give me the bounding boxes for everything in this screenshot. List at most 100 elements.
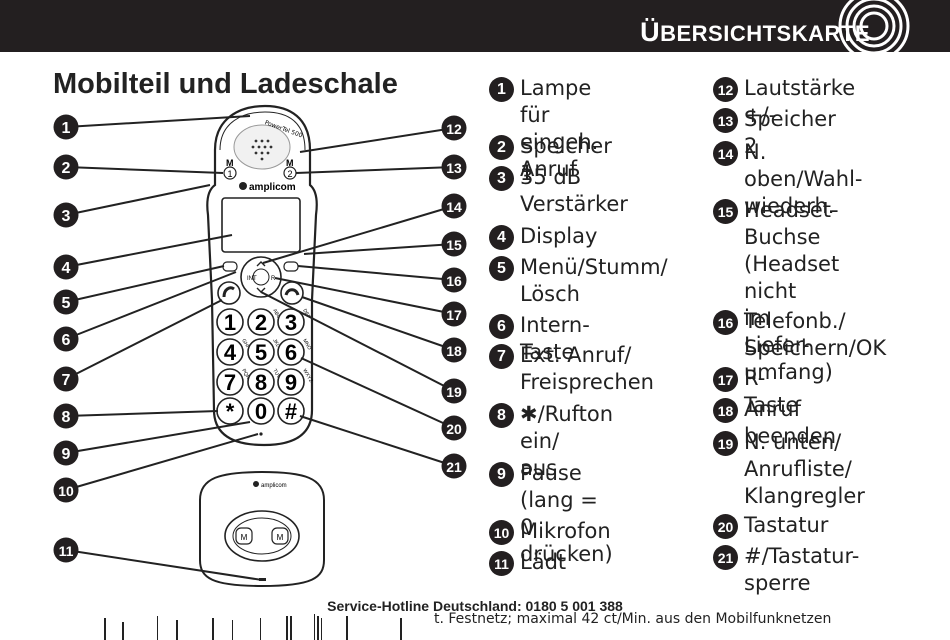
callout-number: 10 [58,483,74,499]
legend-number: 19 [713,431,738,456]
end-key[interactable] [280,281,304,305]
legend-number: 4 [489,225,514,250]
callout-marker [441,453,467,479]
key-9[interactable] [277,368,305,396]
r-key[interactable]: R [271,276,276,282]
key-digit-label: 0 [255,399,267,424]
key-7[interactable] [216,368,244,396]
callout-number: 18 [446,343,462,359]
mem1-label: 1 [227,169,232,179]
legend-text: Lautstärke +/- [744,76,856,127]
leader-line [65,410,219,417]
key-3[interactable] [277,308,305,336]
key-2[interactable] [247,308,275,336]
legend-number: 20 [713,514,738,539]
key-hash[interactable] [277,397,305,425]
legend-text: Headset-Buchse (Headset nicht im Liefer-… [744,198,840,384]
barcode [104,614,402,640]
legend-number: 7 [489,344,514,369]
int-key[interactable]: INT [247,276,257,282]
leader-line [274,277,455,315]
brand-logo-icon [239,182,247,190]
call-key[interactable] [217,281,241,305]
legend-number: 15 [713,199,738,224]
callout-number: 19 [446,384,462,400]
key-letters-label: DEF [301,308,311,320]
leader-line [65,234,233,268]
key-digit-label: * [226,399,235,424]
key-1[interactable] [216,308,244,336]
key-letters-label: ABC [271,308,282,320]
callout-marker [441,378,467,404]
callout-marker [53,366,79,392]
base-brand-label: amplicom [261,483,287,489]
key-8[interactable] [247,368,275,396]
callout-marker [53,477,79,503]
callout-marker [441,301,467,327]
leader-line [260,291,455,392]
callout-marker [441,115,467,141]
page-title: Mobilteil und Ladeschale [53,68,398,100]
nav-up-icon[interactable] [256,261,266,267]
base-brand-icon [253,481,259,487]
key-5[interactable] [247,338,275,366]
legend-text: Speicher 1 [520,134,612,185]
leader-line [299,127,455,153]
legend-number: 5 [489,256,514,281]
callout-marker [441,154,467,180]
key-0[interactable] [247,397,275,425]
legend-number: 16 [713,310,738,335]
callout-marker [53,403,79,429]
legend-text: Anruf beenden [744,397,837,448]
leader-line [65,299,223,380]
callout-number: 2 [62,160,71,177]
callout-marker [441,337,467,363]
legend-text: N. unten/ Anrufliste/ Klangregler [744,430,865,508]
legend-text: Pause (lang = 0 drücken) [520,461,613,566]
callout-number: 14 [446,199,462,215]
callout-marker [441,193,467,219]
leader-line [297,265,455,281]
callout-number: 16 [446,273,462,289]
callout-marker [53,440,79,466]
header-title-initial: Ü [640,17,661,47]
leader-line [295,166,455,174]
key-4[interactable] [216,338,244,366]
legend-number: 3 [489,166,514,191]
memory-1-key[interactable] [223,166,237,180]
callout-number: 15 [446,237,462,253]
leader-line [262,205,455,264]
legend-text: Ext. Anruf/ Freisprechen [520,343,654,394]
key-letters-label: JKL [271,338,281,349]
key-digit-label: 7 [224,370,236,395]
legend-number: 18 [713,398,738,423]
phonebook-key[interactable] [283,261,299,272]
legend-number: 9 [489,462,514,487]
key-6[interactable] [277,338,305,366]
menu-key[interactable] [222,261,238,272]
callout-number: 21 [446,459,462,475]
callout-number: 5 [62,295,71,312]
speaker-grille-icon [251,139,273,161]
legend-number: 2 [489,135,514,160]
leader-line [65,433,259,491]
header-bar: ÜBERSICHTSKARTE [0,0,950,62]
legend-text: Mikrofon [520,519,611,543]
callout-marker [53,289,79,315]
leader-line [65,549,263,581]
legend-text: Speicher 2 [744,107,836,158]
arcs-logo-icon [838,0,910,62]
key-digit-label: 8 [255,370,267,395]
callout-marker [53,114,79,140]
footer-hotline: Service-Hotline Deutschland: 0180 5 001 … [327,598,623,614]
